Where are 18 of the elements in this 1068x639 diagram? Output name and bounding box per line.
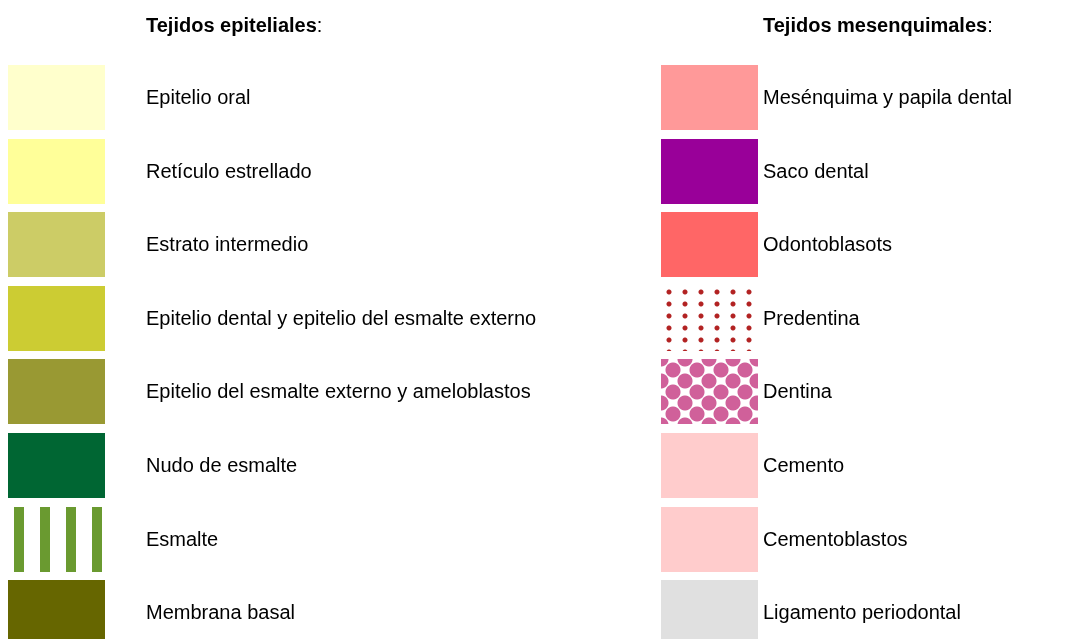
legend-label: Epitelio dental y epitelio del esmalte externo — [146, 305, 537, 330]
legend-label: Retículo estrellado — [146, 158, 312, 183]
legend-label: Cementoblastos — [763, 526, 908, 551]
column-heading: Tejidos epiteliales: — [146, 14, 323, 37]
legend-label: Dentina — [763, 379, 832, 404]
legend-label: Saco dental — [763, 158, 869, 183]
legend-label: Estrato intermedio — [146, 232, 309, 257]
legend-label: Nudo de esmalte — [146, 453, 298, 477]
legend-label: Odontoblasots — [763, 232, 892, 257]
legend-label: Ligamento periodontal — [763, 600, 961, 625]
legend-label: Predentina — [763, 305, 860, 330]
legend-label: Membrana basal — [146, 600, 295, 625]
legend-label: Epitelio del esmalte externo y ameloblastos — [146, 379, 531, 404]
legend-label: Esmalte — [146, 526, 219, 551]
column-heading: Tejidos mesenquimales: — [763, 14, 993, 37]
legend-label: Cemento — [763, 453, 845, 477]
legend-label: Epitelio oral — [146, 85, 251, 109]
legend-label: Mesénquima y papila dental — [763, 85, 1013, 109]
